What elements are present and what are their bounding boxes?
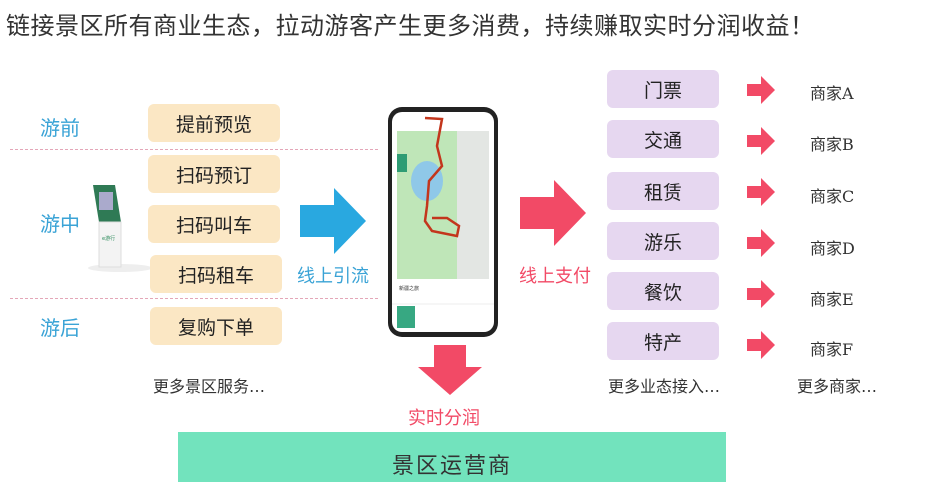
arrow-down-red-icon — [418, 345, 482, 395]
business-dining: 餐饮 — [607, 272, 719, 310]
arrow-right-icon — [747, 76, 775, 104]
service-scan-ride: 扫码叫车 — [148, 205, 280, 243]
merchant-f: 商家F — [810, 340, 854, 359]
service-scan-rent: 扫码租车 — [150, 255, 282, 293]
service-preview: 提前预览 — [148, 104, 280, 142]
merchant-a: 商家A — [810, 84, 854, 103]
svg-text:e游行: e游行 — [102, 235, 115, 242]
arrow-right-red-icon — [520, 180, 586, 246]
flow-pay-label: 线上支付 — [519, 266, 591, 287]
stage-during: 游中 — [40, 212, 80, 236]
arrow-right-icon — [747, 127, 775, 155]
divider — [10, 298, 378, 299]
arrow-right-blue-icon — [300, 188, 366, 254]
kiosk-image: e游行 — [88, 185, 152, 272]
business-specialty: 特产 — [607, 322, 719, 360]
stage-after: 游后 — [40, 316, 80, 340]
merchant-arrows — [747, 76, 775, 359]
more-services: 更多景区服务… — [153, 377, 266, 396]
merchant-c: 商家C — [810, 187, 855, 206]
arrow-right-icon — [747, 178, 775, 206]
operator-label: 景区运营商 — [391, 454, 512, 479]
divider — [10, 149, 378, 150]
arrow-right-icon — [747, 331, 775, 359]
merchant-d: 商家D — [810, 239, 855, 258]
more-merchants: 更多商家… — [797, 377, 878, 396]
merchant-e: 商家E — [810, 290, 854, 309]
service-repurchase: 复购下单 — [150, 307, 282, 345]
phone-map-app: 新疆之旅 — [388, 107, 498, 337]
arrow-right-icon — [747, 229, 775, 257]
more-business: 更多业态接入… — [608, 377, 721, 396]
revenue-share-label: 实时分润 — [408, 408, 480, 429]
arrow-right-icon — [747, 280, 775, 308]
business-ticket: 门票 — [607, 70, 719, 108]
merchant-b: 商家B — [810, 135, 854, 154]
stage-before: 游前 — [40, 116, 80, 140]
business-transport: 交通 — [607, 120, 719, 158]
svg-text:新疆之旅: 新疆之旅 — [399, 285, 419, 292]
business-amusement: 游乐 — [607, 222, 719, 260]
business-rental: 租赁 — [607, 172, 719, 210]
headline: 链接景区所有商业生态，拉动游客产生更多消费，持续赚取实时分润收益！ — [6, 12, 815, 40]
service-scan-book: 扫码预订 — [148, 155, 280, 193]
flow-in-label: 线上引流 — [297, 266, 369, 287]
